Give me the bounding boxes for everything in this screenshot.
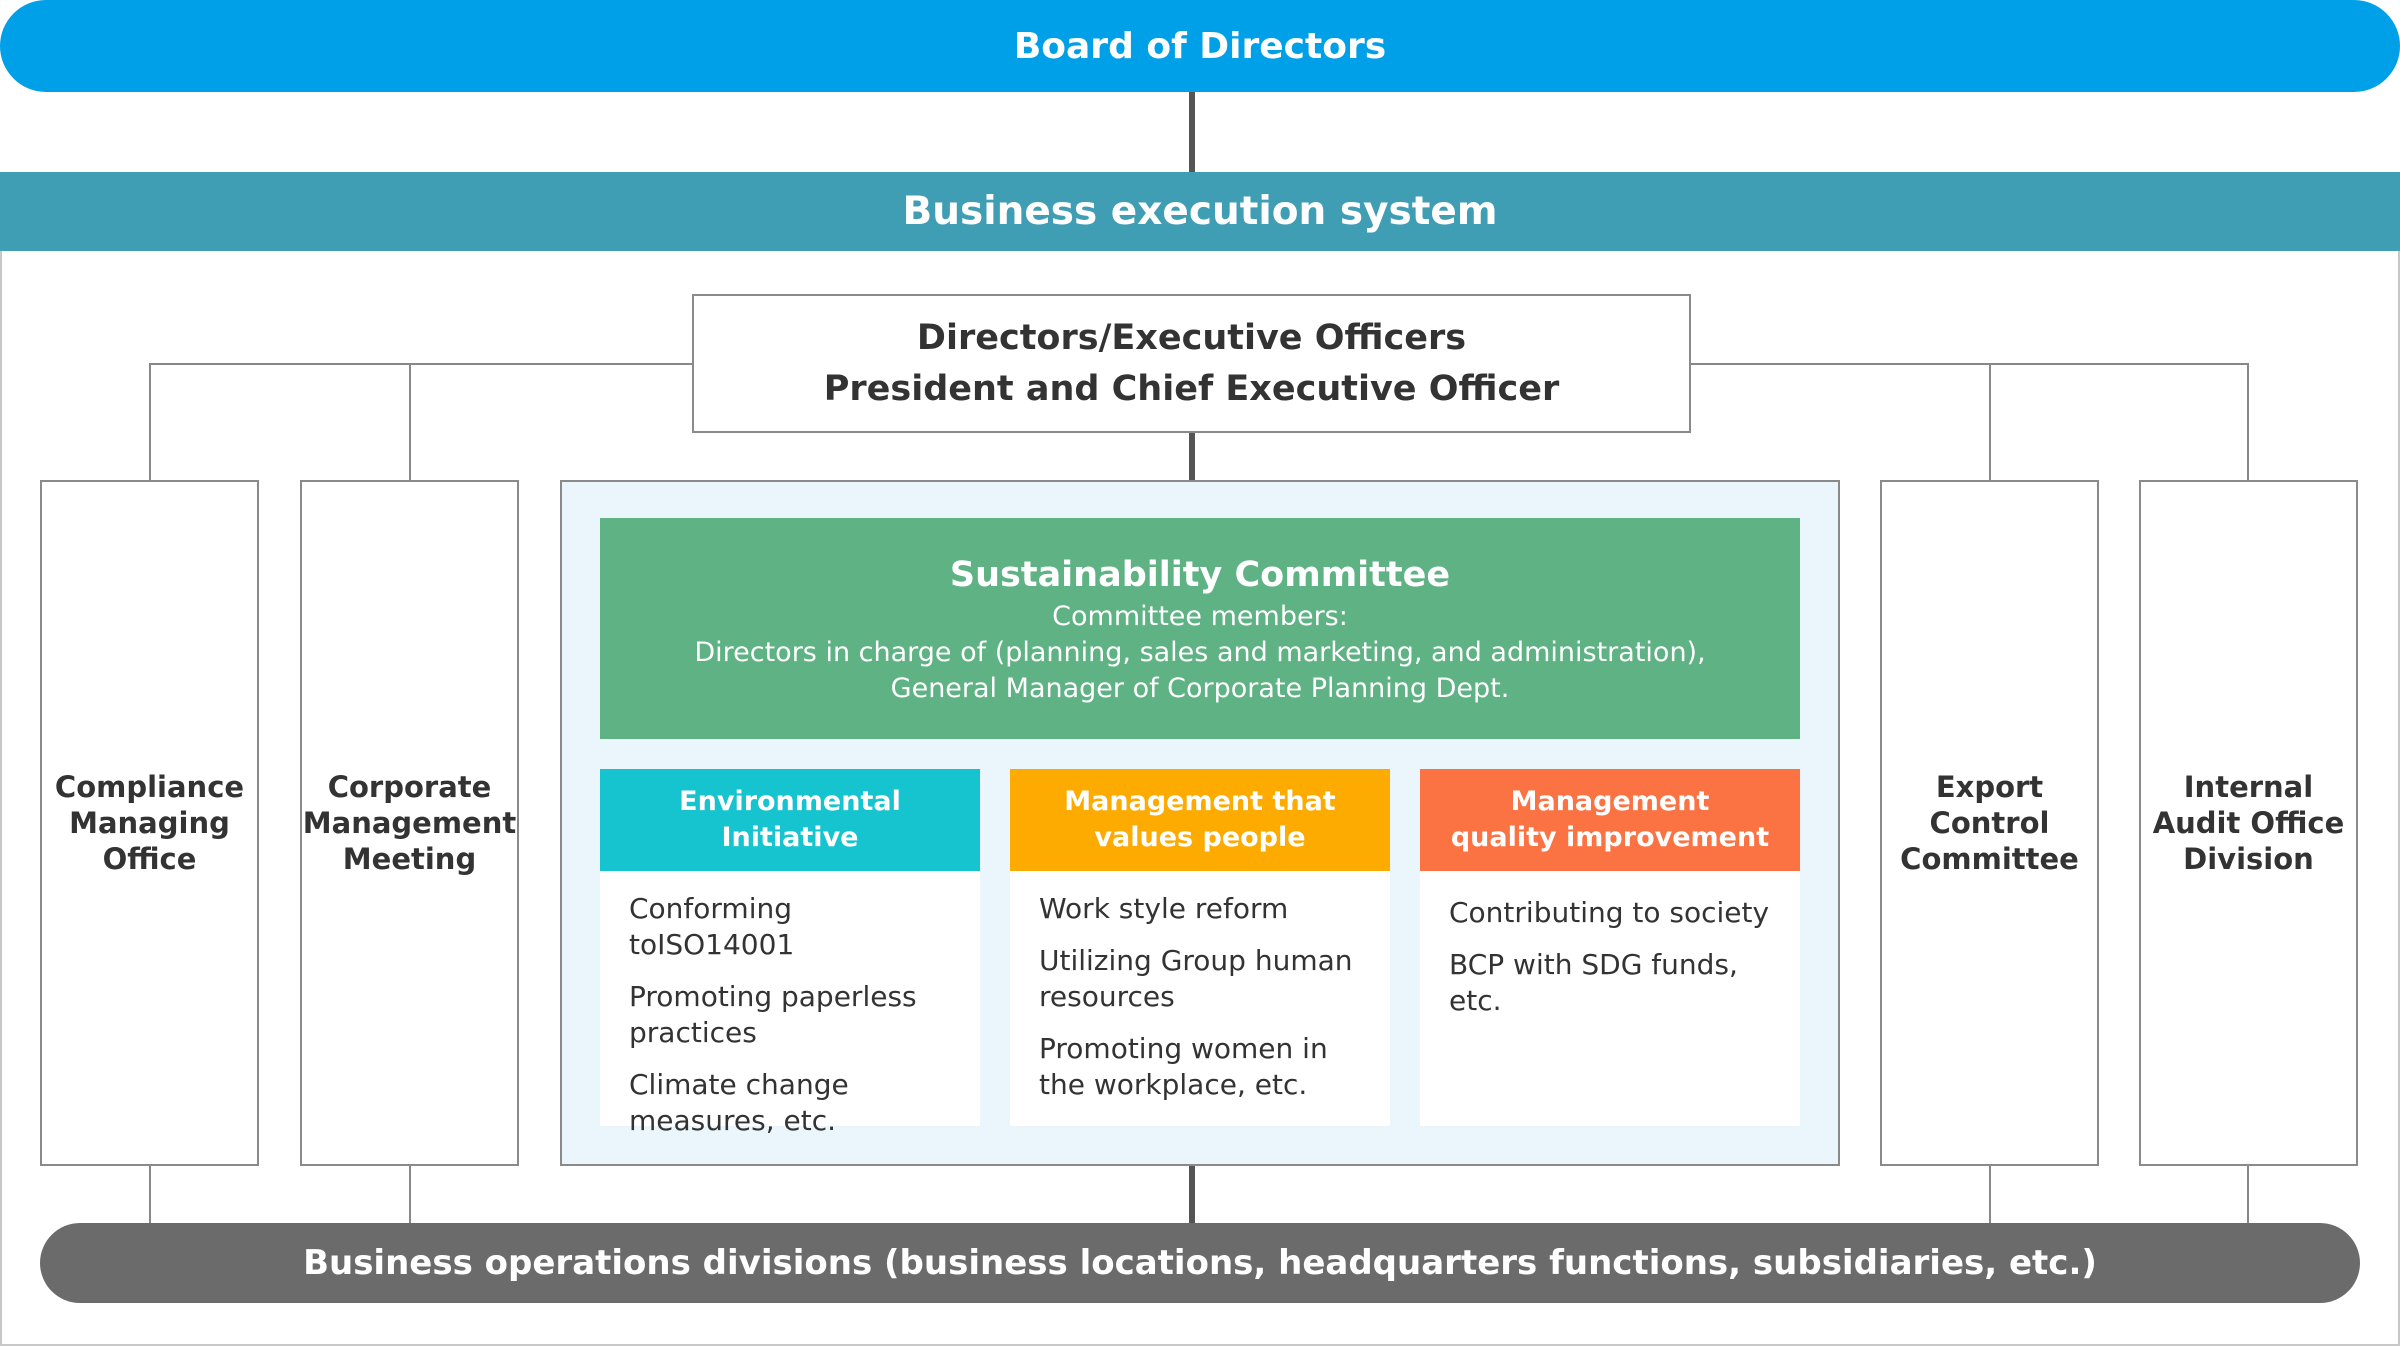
board-connector xyxy=(1189,92,1195,172)
connector-corporate-top xyxy=(409,363,411,480)
environmental-initiative-list: Conforming toISO14001 Promoting paperles… xyxy=(600,871,980,1137)
list-item: Utilizing Group human resources xyxy=(1039,944,1353,1013)
corporate-meeting-box: Corporate Management Meeting xyxy=(300,480,519,1166)
connector-export-bottom xyxy=(1989,1166,1991,1223)
connector-export-top xyxy=(1989,363,1991,480)
executives-line-1: Directors/Executive Officers xyxy=(916,317,1467,358)
list-item: Contributing to society xyxy=(1449,896,1770,929)
list-item: Promoting paperless practices xyxy=(629,980,917,1049)
list-item: Climate change measures, etc. xyxy=(629,1068,849,1137)
connector-audit-top xyxy=(2247,363,2249,480)
executive-officers-box: Directors/Executive Officers President a… xyxy=(692,294,1691,433)
compliance-office-box: Compliance Managing Office xyxy=(40,480,259,1166)
ceo-connector xyxy=(1189,433,1195,480)
execution-system-header: Business execution system xyxy=(0,172,2400,251)
list-item: BCP with SDG funds, etc. xyxy=(1449,948,1738,1017)
list-item: Work style reform xyxy=(1039,892,1289,925)
quality-improvement-header: Management quality improvement xyxy=(1420,769,1800,871)
sustainability-ops-connector xyxy=(1189,1166,1195,1223)
list-item: Promoting women in the workplace, etc. xyxy=(1039,1032,1328,1101)
sustainability-title: Sustainability Committee xyxy=(949,554,1451,595)
connector-compliance-bottom xyxy=(149,1166,151,1223)
execution-label: Business execution system xyxy=(902,189,1498,234)
left-branch-line xyxy=(149,363,692,365)
people-management-header: Management that values people xyxy=(1010,769,1390,871)
right-branch-line xyxy=(1691,363,2248,365)
execution-system-frame xyxy=(0,251,2400,1346)
export-control-box: Export Control Committee xyxy=(1880,480,2099,1166)
list-item: Conforming toISO14001 xyxy=(629,892,795,961)
executives-line-2: President and Chief Executive Officer xyxy=(823,368,1560,409)
board-of-directors-bar: Board of Directors xyxy=(0,0,2400,92)
environmental-initiative-header: Environmental Initiative xyxy=(600,769,980,871)
operations-label: Business operations divisions (business … xyxy=(303,1243,2097,1283)
quality-improvement-list: Contributing to society BCP with SDG fun… xyxy=(1420,871,1800,1126)
members-label: Committee members: xyxy=(1052,600,1348,632)
people-management-list: Work style reform Utilizing Group human … xyxy=(1010,871,1390,1126)
connector-compliance-top xyxy=(149,363,151,480)
connector-audit-bottom xyxy=(2247,1166,2249,1223)
internal-audit-box: Internal Audit Office Division xyxy=(2139,480,2358,1166)
members-line-2: General Manager of Corporate Planning De… xyxy=(890,672,1510,704)
business-operations-bar: Business operations divisions (business … xyxy=(40,1223,2360,1303)
sustainability-committee-box: Sustainability Committee Committee membe… xyxy=(600,518,1800,739)
connector-corporate-bottom xyxy=(409,1166,411,1223)
members-line-1: Directors in charge of (planning, sales … xyxy=(694,636,1706,668)
board-label: Board of Directors xyxy=(1013,25,1387,67)
